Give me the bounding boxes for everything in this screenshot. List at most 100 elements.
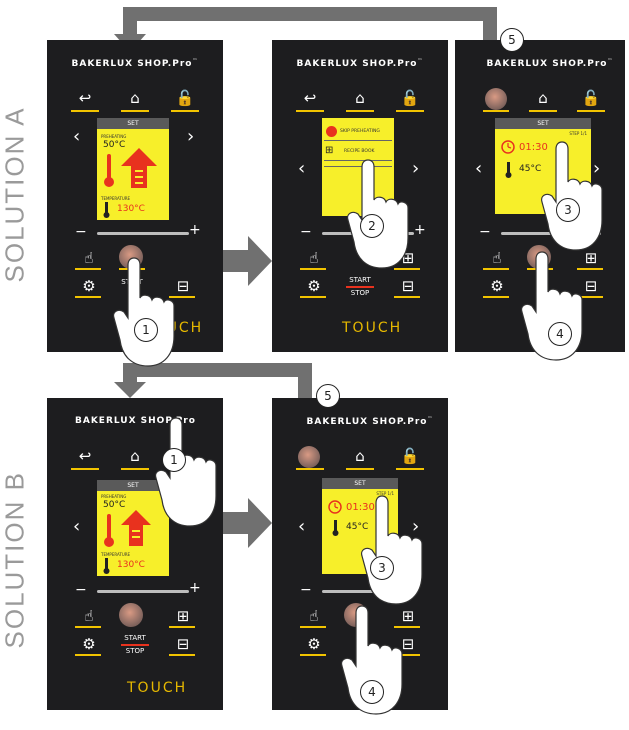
minus-button[interactable]: − [75, 582, 87, 598]
back-icon[interactable]: ↩ [78, 89, 92, 107]
hand-icon[interactable]: ☝ [84, 607, 94, 625]
back-icon[interactable]: ↩ [78, 447, 92, 465]
gear-underline [300, 654, 326, 656]
next-arrow[interactable]: › [412, 516, 420, 537]
tray-underline [394, 296, 420, 298]
screen-header: SET [97, 118, 169, 129]
minus-button[interactable]: − [75, 224, 87, 240]
arrow-a-right-body [222, 250, 248, 272]
time-value[interactable]: 01:30 [346, 502, 375, 513]
brand: BAKERLUX SHOP.Pro [75, 416, 196, 426]
unlock-underline [396, 110, 424, 112]
probe-thermometer-icon [103, 558, 110, 574]
slider-track[interactable] [322, 590, 414, 593]
tray-icon[interactable]: ⊟ [176, 277, 190, 295]
home-underline [529, 110, 557, 112]
hand-icon[interactable]: ☝ [84, 249, 94, 267]
next-arrow[interactable]: › [187, 126, 195, 147]
set-temperature: 50°C [103, 140, 126, 150]
home-icon[interactable]: ⌂ [538, 89, 548, 107]
prev-arrow[interactable]: ‹ [73, 126, 81, 147]
tray-underline [169, 654, 195, 656]
menu-item-recipe-book[interactable]: ⊞ RECIPE BOOK [324, 144, 392, 161]
step-badge-4-a: 4 [548, 322, 572, 346]
slider-track[interactable] [97, 232, 189, 235]
hand-icon-a3 [541, 141, 603, 251]
screen-header: SET [97, 480, 169, 491]
touch-logo: TOUCH [127, 680, 188, 696]
fan-orb-icon[interactable] [298, 446, 320, 468]
time-value[interactable]: 01:30 [519, 142, 548, 153]
hand-underline [300, 626, 326, 628]
gear-underline [75, 296, 101, 298]
tray-icon[interactable]: ⊟ [401, 277, 415, 295]
home-icon[interactable]: ⌂ [355, 447, 365, 465]
home-underline [346, 110, 374, 112]
prev-arrow[interactable]: ‹ [298, 516, 306, 537]
brand: BAKERLUX SHOP.Pro™ [296, 58, 424, 69]
fan-underline [296, 468, 324, 470]
temperature-value[interactable]: 45°C [346, 522, 369, 532]
tray-icon[interactable]: ⊟ [584, 277, 598, 295]
back-icon[interactable]: ↩ [303, 89, 317, 107]
home-icon[interactable]: ⌂ [130, 447, 140, 465]
fan-orb-icon[interactable] [485, 88, 507, 110]
slider-track[interactable] [97, 590, 189, 593]
step-badge-1-b: 1 [162, 448, 186, 472]
panel-a2: BAKERLUX SHOP.Pro™ ↩ ⌂ 🔓 ‹ › SKIP PREHEA… [272, 40, 448, 352]
tray-icon[interactable]: ⊟ [176, 635, 190, 653]
unlock-icon[interactable]: 🔓 [175, 89, 195, 107]
back-underline [296, 110, 324, 112]
gear-icon[interactable]: ⚙ [307, 635, 321, 653]
menu-item-skip-preheating[interactable]: SKIP PREHEATING [324, 124, 392, 141]
thermometer-icon [104, 154, 114, 187]
home-icon[interactable]: ⌂ [130, 89, 140, 107]
probe-caption: TEMPERATURE [101, 196, 131, 201]
next-arrow[interactable]: › [593, 158, 601, 179]
skip-preheat-icon [326, 126, 337, 137]
tray-icon[interactable]: ⊟ [401, 635, 415, 653]
next-arrow[interactable]: › [412, 158, 420, 179]
unlock-underline [171, 110, 199, 112]
probe-temperature: 130°C [117, 560, 145, 570]
gear-icon[interactable]: ⚙ [82, 277, 96, 295]
book-icon[interactable]: ⊞ [176, 607, 190, 625]
arrow-b-loop-head [114, 382, 146, 398]
step-badge-5-a: 5 [500, 28, 524, 52]
hand-icon[interactable]: ☝ [492, 249, 502, 267]
prev-arrow[interactable]: ‹ [298, 158, 306, 179]
minus-button[interactable]: − [300, 224, 312, 240]
home-underline [121, 110, 149, 112]
unlock-icon[interactable]: 🔓 [581, 89, 601, 107]
fan-orb-icon[interactable] [119, 603, 143, 627]
step-badge-5-b: 5 [316, 384, 340, 408]
book-icon[interactable]: ⊞ [584, 249, 598, 267]
screen-header: SET [322, 478, 398, 489]
plus-button[interactable]: + [414, 222, 426, 238]
start-stop-button[interactable]: START STOP [117, 634, 153, 656]
clock-icon [328, 500, 342, 514]
book-icon[interactable]: ⊞ [401, 607, 415, 625]
hand-icon[interactable]: ☝ [309, 249, 319, 267]
hand-icon[interactable]: ☝ [309, 607, 319, 625]
start-stop-button[interactable]: START STOP [342, 276, 378, 298]
prev-arrow[interactable]: ‹ [475, 158, 483, 179]
unlock-icon[interactable]: 🔓 [400, 447, 420, 465]
minus-button[interactable]: − [479, 224, 491, 240]
tray-underline [169, 296, 195, 298]
home-icon[interactable]: ⌂ [355, 89, 365, 107]
gear-icon[interactable]: ⚙ [82, 635, 96, 653]
prev-arrow[interactable]: ‹ [73, 516, 81, 537]
screen-header: SET [495, 118, 591, 129]
plus-button[interactable]: + [189, 580, 201, 596]
minus-button[interactable]: − [300, 582, 312, 598]
start-label: START [349, 276, 371, 284]
hand-icon-a2 [347, 159, 409, 269]
gear-icon[interactable]: ⚙ [490, 277, 504, 295]
up-arrow-icon [121, 510, 151, 546]
plus-button[interactable]: + [189, 222, 201, 238]
gear-icon[interactable]: ⚙ [307, 277, 321, 295]
temperature-value[interactable]: 45°C [519, 164, 542, 174]
hand-underline [300, 268, 326, 270]
unlock-icon[interactable]: 🔓 [400, 89, 420, 107]
